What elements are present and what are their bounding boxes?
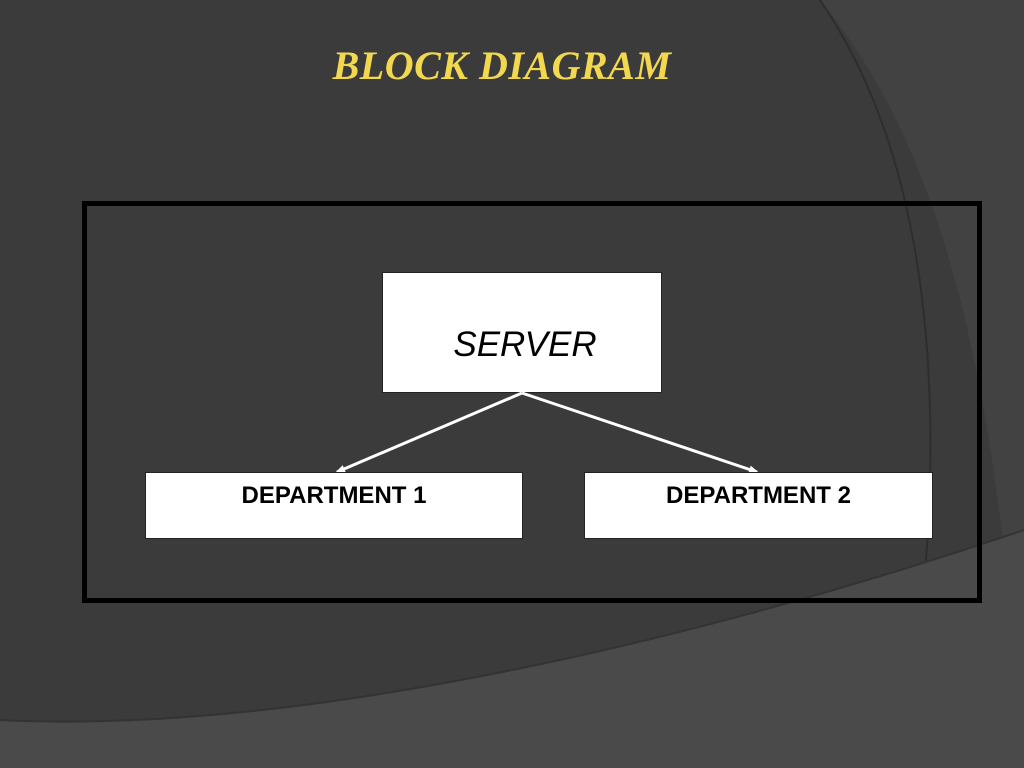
department-1-node: DEPARTMENT 1 bbox=[145, 472, 523, 539]
server-node: SERVER bbox=[382, 272, 662, 393]
server-label: SERVER bbox=[453, 325, 597, 364]
department-2-label: DEPARTMENT 2 bbox=[666, 482, 851, 509]
slide-title: BLOCK DIAGRAM bbox=[332, 43, 672, 88]
background-wave-bottom bbox=[0, 530, 1024, 768]
department-2-node: DEPARTMENT 2 bbox=[584, 472, 933, 539]
background-wave-bottom-edge bbox=[0, 529, 1024, 723]
diagram-frame bbox=[82, 201, 982, 603]
background-arc-right bbox=[820, 0, 1024, 768]
department-1-label: DEPARTMENT 1 bbox=[241, 482, 427, 509]
